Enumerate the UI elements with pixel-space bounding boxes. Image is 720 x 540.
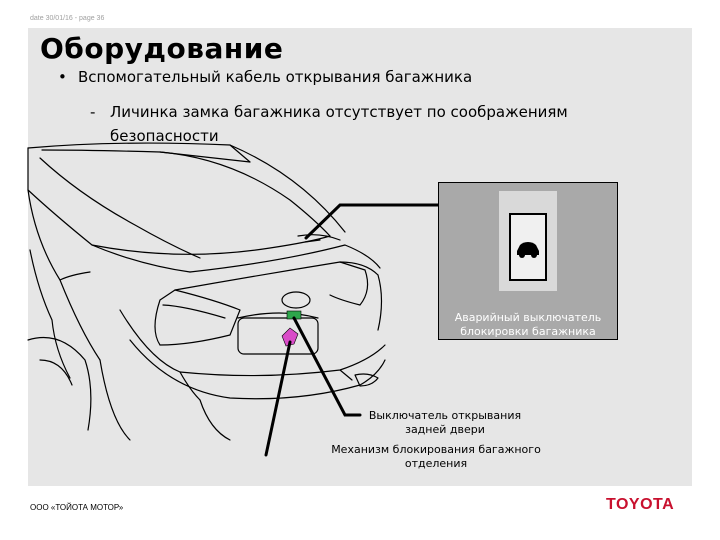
callout-opener-switch: Выключатель открывания задней двери — [368, 409, 522, 436]
page-meta: date 30/01/16 - page 36 — [30, 15, 105, 22]
trunk-release-switch — [509, 213, 547, 281]
callout-lock-mechanism: Механизм блокирования багажного отделени… — [331, 443, 541, 470]
bullet-item: • Вспомогательный кабель открывания бага… — [58, 68, 472, 86]
sub-bullet-text: Личинка замка багажника отсутствует по с… — [110, 103, 568, 145]
toyota-logo: TOYOTA — [606, 496, 675, 513]
page-title: Оборудование — [40, 32, 284, 65]
bullet-text: Вспомогательный кабель открывания багажн… — [78, 68, 473, 86]
inset-label: Аварийный выключатель блокировки багажни… — [454, 311, 602, 338]
car-rear-illustration — [27, 142, 440, 457]
emergency-switch-inset: Аварийный выключатель блокировки багажни… — [438, 182, 618, 340]
bullet-dot-icon: • — [58, 68, 67, 86]
company-name: ООО «ТОЙОТА МОТОР» — [30, 503, 124, 512]
car-icon — [517, 242, 539, 258]
dash-icon: - — [90, 103, 96, 121]
sub-bullet-item: - Личинка замка багажника отсутствует по… — [90, 100, 610, 148]
